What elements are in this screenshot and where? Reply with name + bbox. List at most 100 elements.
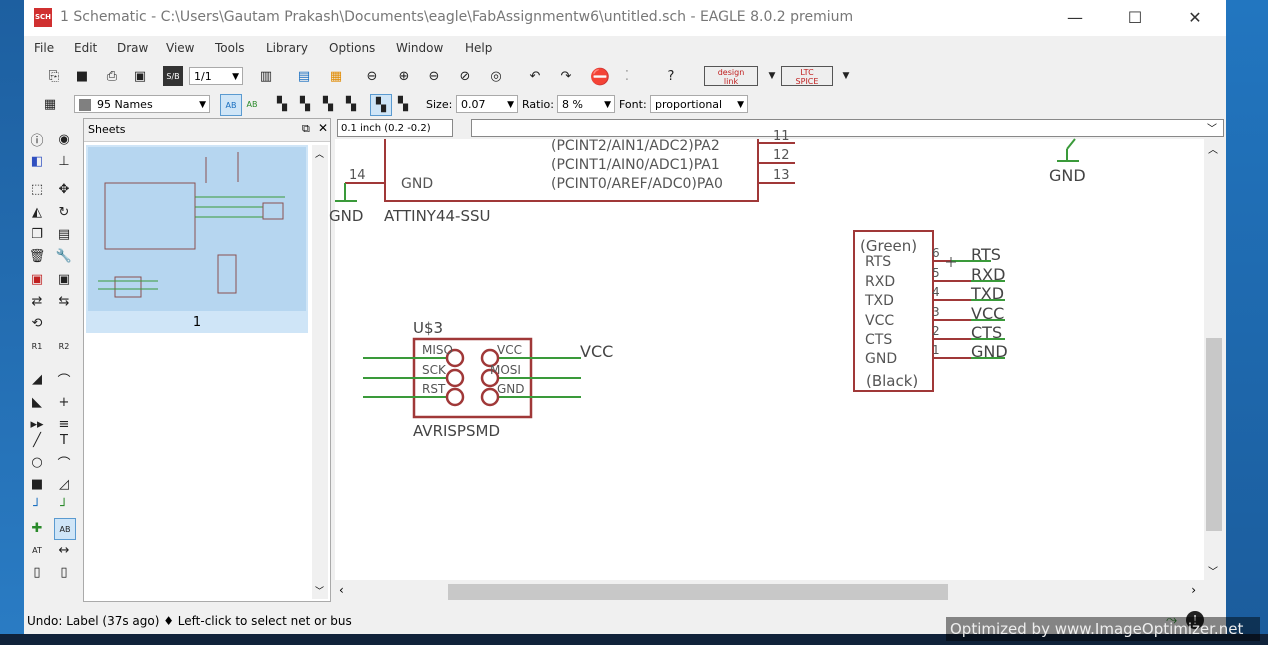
circle-icon[interactable]: ○ (31, 454, 43, 470)
print-icon[interactable]: ⎙ (106, 68, 118, 84)
chevron-down-icon[interactable]: ﹀ (1207, 124, 1217, 135)
text-align-left-icon[interactable]: AB (220, 94, 242, 116)
align-bottom-right-icon[interactable]: ▚ (398, 96, 408, 112)
stop-icon[interactable]: ⛔ (590, 66, 610, 86)
junction-icon[interactable]: ✚ (31, 520, 43, 536)
alert-icon[interactable]: ! (1186, 611, 1204, 629)
size-select[interactable]: 0.07▼ (456, 95, 518, 113)
mirror-icon[interactable]: ◭ (32, 204, 42, 220)
ulp-icon[interactable]: ▦ (329, 68, 343, 84)
sheet-select[interactable]: 1/1▼ (189, 67, 243, 85)
chevron-down-icon[interactable]: ﹀ (315, 587, 325, 597)
attribute-icon[interactable]: AT (32, 545, 42, 555)
menu-tools[interactable]: Tools (215, 41, 245, 55)
font-select[interactable]: proportional▼ (650, 95, 748, 113)
mark-icon[interactable]: ⊥ (58, 153, 70, 169)
show-icon[interactable]: ◉ (58, 131, 70, 147)
menu-library[interactable]: Library (266, 41, 308, 55)
close-panel-icon[interactable]: ✕ (318, 121, 329, 135)
dimension-icon[interactable]: ↔ (58, 542, 70, 558)
polygon-icon[interactable]: ◿ (59, 476, 69, 492)
invoke-icon[interactable]: ⟲ (31, 315, 43, 331)
bus-draw-icon[interactable]: ┘ (33, 498, 41, 514)
horizontal-scroll-thumb[interactable] (448, 584, 948, 600)
menu-edit[interactable]: Edit (74, 41, 98, 55)
zoom-select-icon[interactable]: ⊘ (459, 68, 471, 84)
ratio-select[interactable]: 8 %▼ (557, 95, 615, 113)
net-icon[interactable]: ┘ (60, 498, 68, 514)
delete-icon[interactable]: 🗑 (28, 248, 46, 264)
paste-icon[interactable]: ▤ (57, 226, 71, 242)
vertical-scroll-thumb[interactable] (1206, 338, 1222, 531)
command-input[interactable] (471, 119, 1224, 137)
sch-brd-switch-icon[interactable]: S/B (163, 66, 183, 86)
chevron-up-icon[interactable]: ︿ (315, 150, 325, 160)
replace-icon[interactable]: ▣ (57, 271, 71, 287)
smash-icon[interactable]: ◢ (32, 371, 42, 387)
align-top-left-icon[interactable]: ▚ (277, 96, 287, 112)
label-icon[interactable]: AB (54, 518, 76, 540)
menu-view[interactable]: View (166, 41, 195, 55)
move-icon[interactable]: ✥ (58, 181, 70, 197)
grid-icon[interactable]: ▦ (43, 96, 57, 112)
zoom-redraw-icon[interactable]: ◎ (490, 68, 502, 84)
display-icon[interactable]: ◧ (30, 153, 44, 169)
save-icon[interactable]: ■ (75, 68, 89, 84)
close-button[interactable]: ✕ (1188, 8, 1202, 27)
chevron-up-icon[interactable]: ︿ (1208, 145, 1218, 156)
align-bottom-left-icon[interactable]: ▚ (370, 94, 392, 116)
cam-icon[interactable]: ▣ (133, 68, 147, 84)
zoom-out-icon[interactable]: ⊖ (428, 68, 440, 84)
maximize-button[interactable]: ☐ (1127, 8, 1143, 27)
schematic-canvas[interactable]: (PCINT2/AIN1/ADC2)PA2 (PCINT1/AIN0/ADC1)… (329, 129, 1204, 580)
ripup-icon[interactable]: ≡ (58, 416, 70, 432)
chevron-down-icon[interactable]: ▼ (768, 71, 776, 81)
ulp-run-icon[interactable]: ▥ (259, 68, 273, 84)
zoom-fit-icon[interactable]: ⊖ (366, 68, 378, 84)
help-icon[interactable]: ? (667, 68, 675, 84)
text-icon[interactable]: T (60, 432, 68, 448)
chevron-right-icon[interactable]: › (1191, 583, 1196, 597)
info-icon[interactable]: ⓘ (30, 133, 44, 149)
pin-swap-icon[interactable]: ⇆ (58, 293, 70, 309)
frame-icon[interactable]: ▯ (33, 564, 41, 580)
chevron-left-icon[interactable]: ‹ (339, 583, 344, 597)
line-icon[interactable]: ╱ (33, 432, 41, 448)
menu-file[interactable]: File (34, 41, 55, 55)
optimize-icon[interactable]: + (58, 394, 70, 410)
open-icon[interactable]: ⎘ (48, 68, 60, 84)
text-align-right-icon[interactable]: AB (246, 99, 258, 109)
value-icon[interactable]: R2 (58, 341, 70, 351)
minimize-button[interactable]: — (1067, 8, 1083, 27)
align-top-right-icon[interactable]: ▚ (323, 96, 333, 112)
menu-options[interactable]: Options (329, 41, 376, 55)
split-icon[interactable]: ◣ (32, 394, 42, 410)
add-part-icon[interactable]: ▣ (30, 271, 44, 287)
rectangle-icon[interactable]: ■ (30, 476, 44, 492)
zoom-in-icon[interactable]: ⊕ (398, 68, 410, 84)
align-top-center-icon[interactable]: ▚ (300, 96, 310, 112)
align-middle-icon[interactable]: ▚ (346, 96, 356, 112)
miter-icon[interactable]: ⌒ (57, 373, 71, 389)
arc-icon[interactable]: ⌒ (57, 456, 71, 472)
chevron-down-icon[interactable]: ▼ (842, 71, 850, 81)
layer-select[interactable]: 95 Names▼ (74, 95, 210, 113)
redo-icon[interactable]: ↷ (560, 68, 572, 84)
module-icon[interactable]: ▯ (60, 564, 68, 580)
go-icon[interactable]: ⁚ (624, 68, 630, 84)
menu-help[interactable]: Help (465, 41, 493, 55)
menu-draw[interactable]: Draw (117, 41, 149, 55)
gate-swap-icon[interactable]: ⇄ (31, 293, 43, 309)
rotate-icon[interactable]: ↻ (58, 204, 70, 220)
sheets-scrollbar[interactable]: ︿ ﹀ (312, 145, 328, 599)
chevron-down-icon[interactable]: ﹀ (1208, 567, 1218, 578)
copy-icon[interactable]: ❐ (31, 226, 43, 242)
bus-icon[interactable]: ▸▸ (30, 416, 44, 432)
undo-icon[interactable]: ↶ (529, 68, 541, 84)
select-icon[interactable]: ⬚ (30, 181, 44, 197)
menu-window[interactable]: Window (396, 41, 444, 55)
name-icon[interactable]: R1 (31, 341, 43, 351)
script-icon[interactable]: ▤ (297, 68, 311, 84)
